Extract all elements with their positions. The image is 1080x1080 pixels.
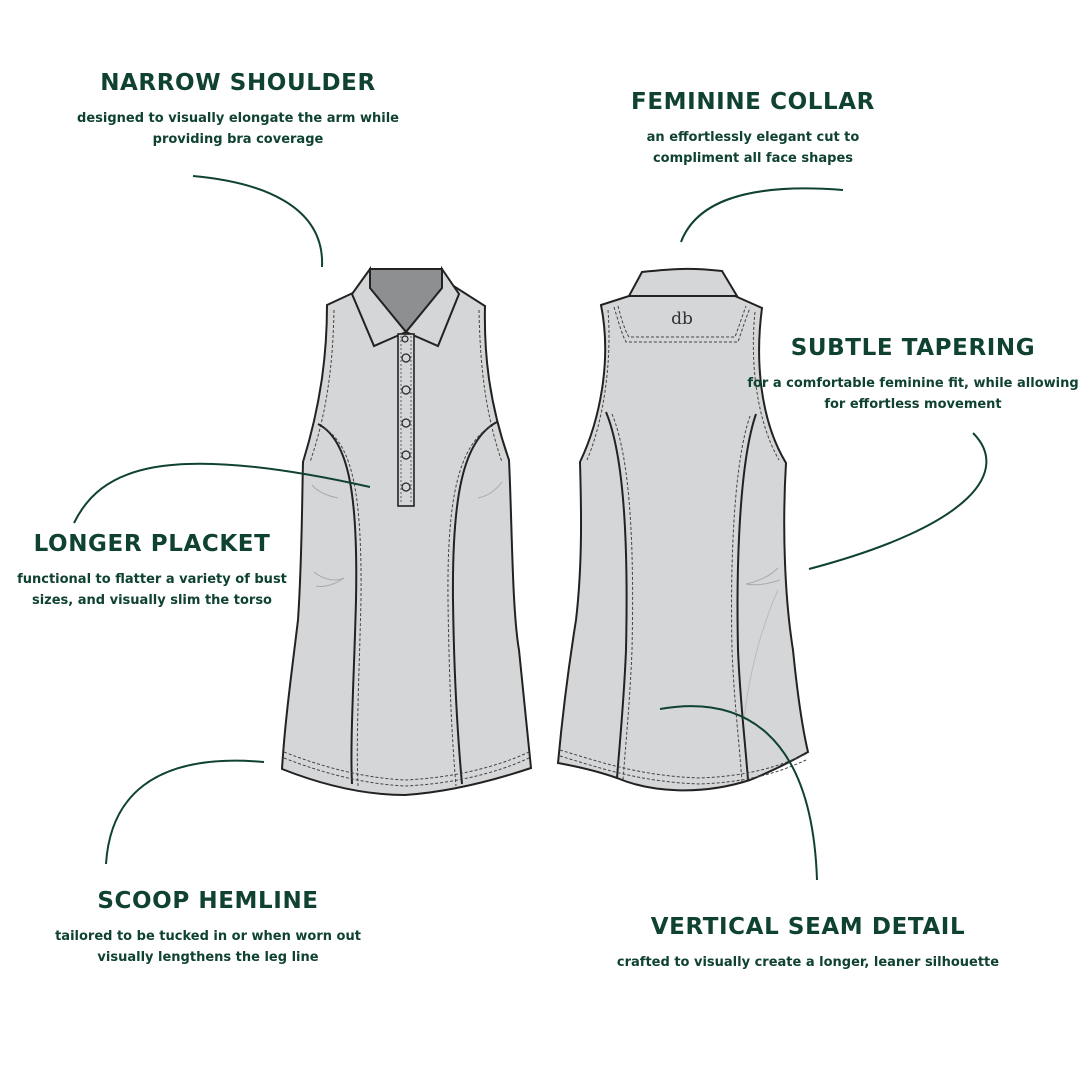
callout-title: NARROW SHOULDER bbox=[100, 70, 376, 96]
callout-vertical-seam-detail: VERTICAL SEAM DETAIL crafted to visually… bbox=[590, 914, 1026, 973]
front-seam-left bbox=[317, 423, 358, 785]
callout-title: LONGER PLACKET bbox=[33, 531, 271, 557]
back-body bbox=[556, 295, 810, 792]
front-garment bbox=[280, 265, 533, 797]
back-collar bbox=[627, 267, 739, 297]
connector-longer-placket bbox=[73, 462, 371, 524]
front-body bbox=[280, 283, 533, 797]
callout-title: FEMININE COLLAR bbox=[631, 89, 875, 115]
callout-description: designed to visually elongate the arm wh… bbox=[77, 110, 399, 147]
callout-feminine-collar: FEMININE COLLAR an effortlessly elegant … bbox=[590, 89, 916, 169]
callout-description: an effortlessly elegant cut to complimen… bbox=[646, 129, 860, 166]
placket-buttons bbox=[401, 335, 411, 492]
back-garment: db bbox=[556, 267, 810, 792]
back-seam-left bbox=[605, 411, 628, 779]
callout-description: tailored to be tucked in or when worn ou… bbox=[55, 928, 361, 965]
callout-narrow-shoulder: NARROW SHOULDER designed to visually elo… bbox=[60, 70, 416, 150]
callout-description: for a comfortable feminine fit, while al… bbox=[747, 375, 1079, 412]
callout-title: SCOOP HEMLINE bbox=[97, 888, 319, 914]
connector-subtle-tapering bbox=[808, 432, 988, 570]
front-collar-left bbox=[350, 265, 408, 348]
connector-feminine-collar bbox=[680, 187, 844, 243]
callout-description: functional to flatter a variety of bust … bbox=[17, 571, 287, 608]
callout-scoop-hemline: SCOOP HEMLINE tailored to be tucked in o… bbox=[38, 888, 378, 968]
connector-vertical-seam bbox=[659, 705, 818, 881]
connector-narrow-shoulder bbox=[192, 175, 324, 268]
connector-scoop-hemline bbox=[105, 759, 265, 865]
callout-title: SUBTLE TAPERING bbox=[790, 335, 1036, 361]
back-seam-right bbox=[736, 413, 757, 781]
callout-subtle-tapering: SUBTLE TAPERING for a comfortable femini… bbox=[746, 335, 1080, 415]
callout-longer-placket: LONGER PLACKET functional to flatter a v… bbox=[6, 531, 298, 611]
front-collar-right bbox=[404, 265, 461, 348]
callout-title: VERTICAL SEAM DETAIL bbox=[650, 914, 966, 940]
brand-logo: db bbox=[671, 309, 693, 329]
back-yoke bbox=[613, 306, 751, 343]
front-seam-right bbox=[451, 421, 498, 785]
connector-lines bbox=[73, 175, 988, 881]
callout-description: crafted to visually create a longer, lea… bbox=[616, 954, 1000, 970]
